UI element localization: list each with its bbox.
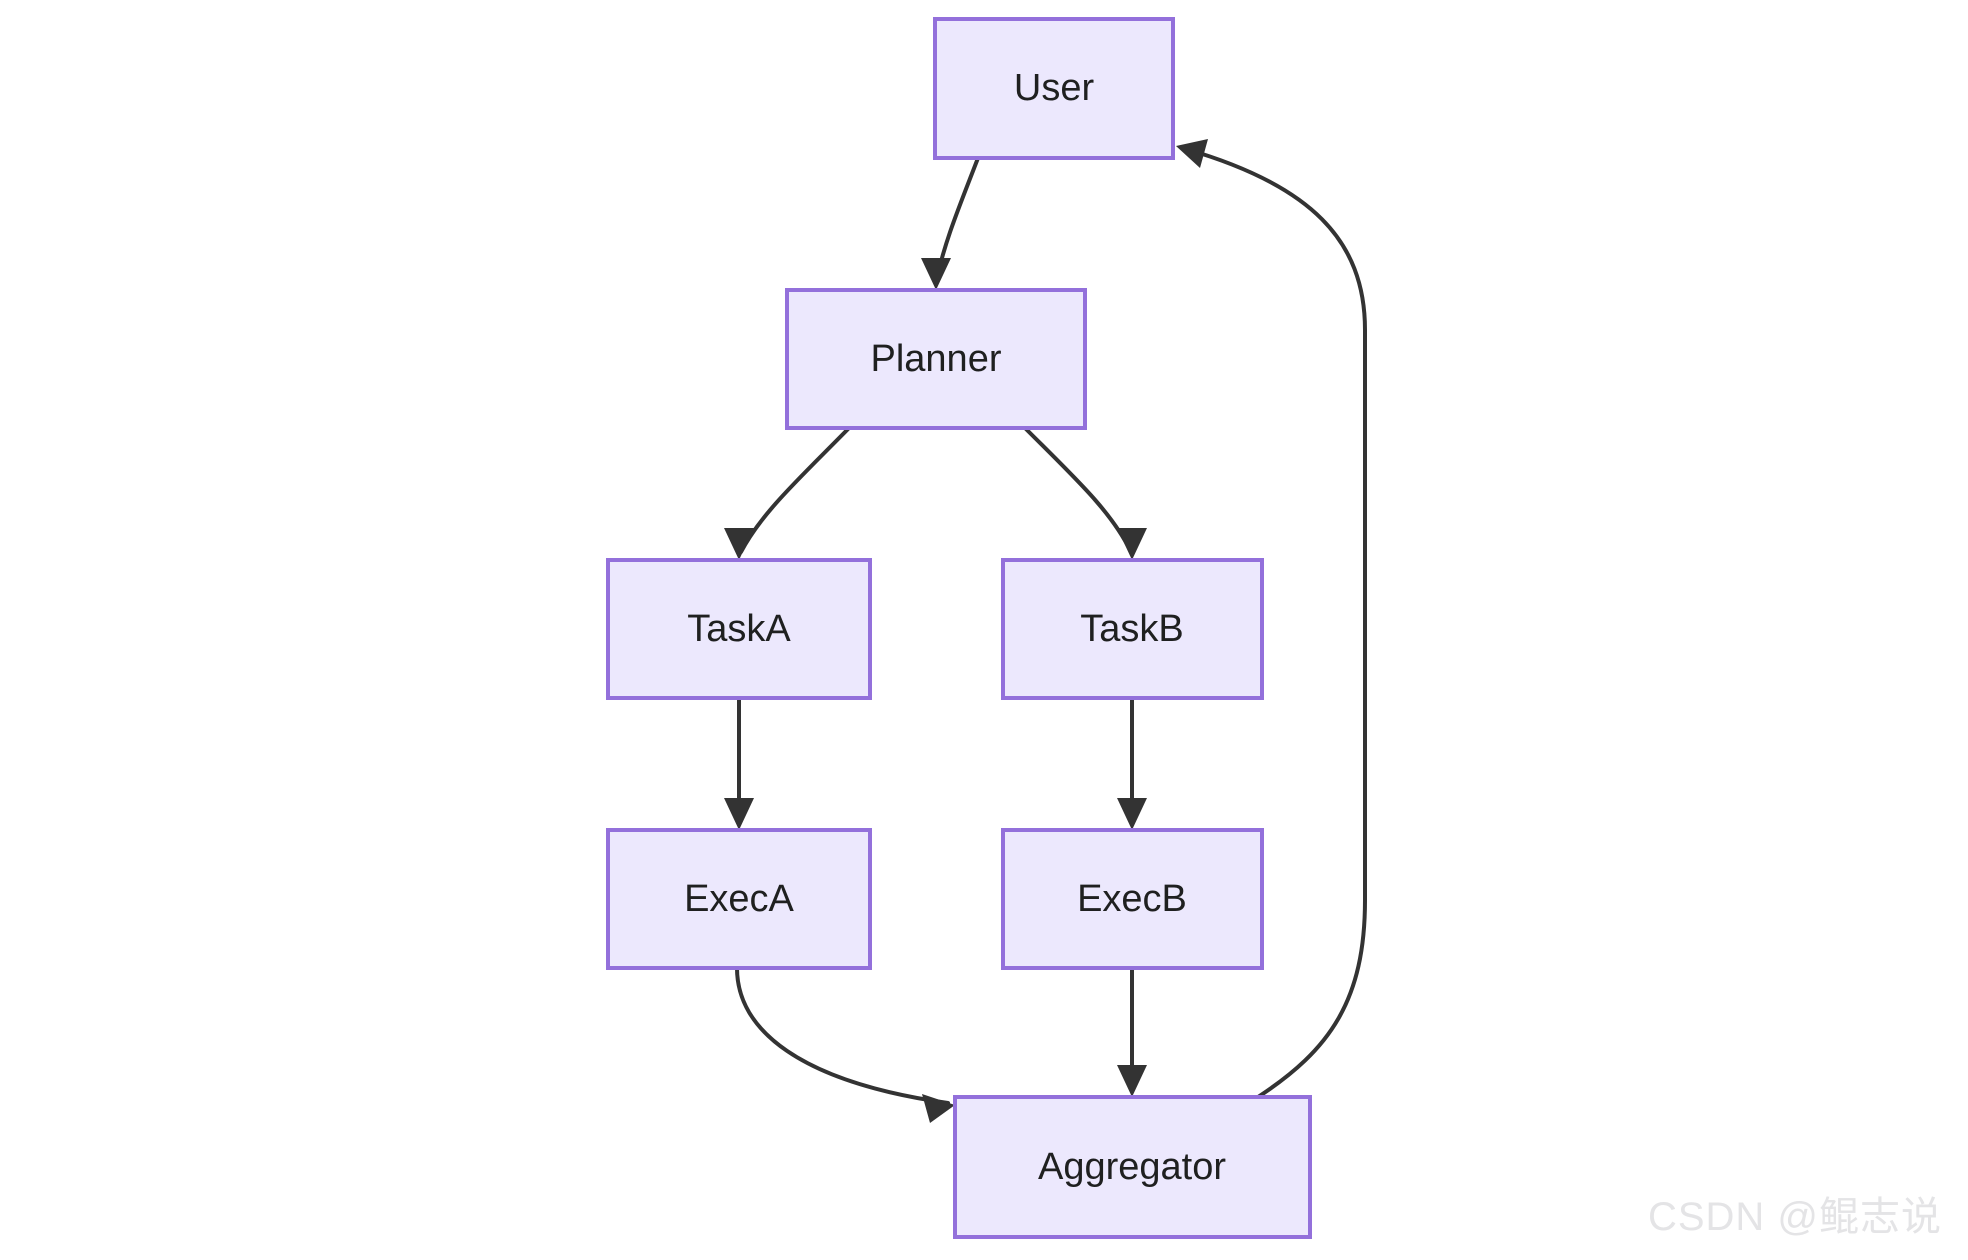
nodes-layer: User Planner TaskA TaskB ExecA ExecB [606, 17, 1312, 1239]
csdn-watermark: CSDN @鲲志说 [1647, 1195, 1942, 1239]
node-aggregator-label: Aggregator [1038, 1146, 1226, 1188]
arrowhead-planner-taska [724, 528, 754, 560]
edge-execa-aggregator [735, 966, 955, 1123]
node-taskb-box[interactable] [1001, 558, 1264, 700]
arrowhead-aggregator-user [1176, 139, 1208, 168]
edge-user-planner [921, 156, 980, 290]
node-execb[interactable]: ExecB [1001, 828, 1264, 970]
node-execa-label: ExecA [684, 878, 794, 920]
edge-taska-execa [724, 696, 754, 830]
node-aggregator[interactable]: Aggregator [953, 1095, 1312, 1239]
node-taskb-label: TaskB [1080, 608, 1183, 650]
node-taska[interactable]: TaskA [606, 558, 872, 700]
node-execb-box[interactable] [1001, 828, 1264, 970]
node-planner[interactable]: Planner [785, 288, 1087, 430]
edge-execb-aggregator [1117, 966, 1147, 1097]
node-taskb[interactable]: TaskB [1001, 558, 1264, 700]
node-user-label: User [1014, 67, 1095, 109]
edge-planner-taska [724, 426, 851, 560]
arrowhead-user-planner [921, 258, 951, 290]
arrowhead-execa-aggregator [922, 1094, 955, 1123]
node-planner-label: Planner [871, 338, 1002, 380]
arrowhead-planner-taskb [1117, 528, 1147, 560]
arrowhead-taskb-execb [1117, 798, 1147, 830]
node-execa-box[interactable] [606, 828, 872, 970]
node-planner-box[interactable] [785, 288, 1087, 430]
edge-taskb-execb [1117, 696, 1147, 830]
edge-planner-taskb [1023, 426, 1147, 560]
node-execb-label: ExecB [1077, 878, 1187, 920]
node-taska-label: TaskA [687, 608, 791, 650]
edges-layer [724, 139, 1367, 1123]
edge-aggregator-user [1176, 139, 1367, 1099]
node-taska-box[interactable] [606, 558, 872, 700]
node-user[interactable]: User [933, 17, 1175, 160]
arrowhead-execb-aggregator [1117, 1065, 1147, 1097]
node-aggregator-box[interactable] [953, 1095, 1312, 1239]
arrowhead-taska-execa [724, 798, 754, 830]
node-execa[interactable]: ExecA [606, 828, 872, 970]
node-user-box[interactable] [933, 17, 1175, 160]
